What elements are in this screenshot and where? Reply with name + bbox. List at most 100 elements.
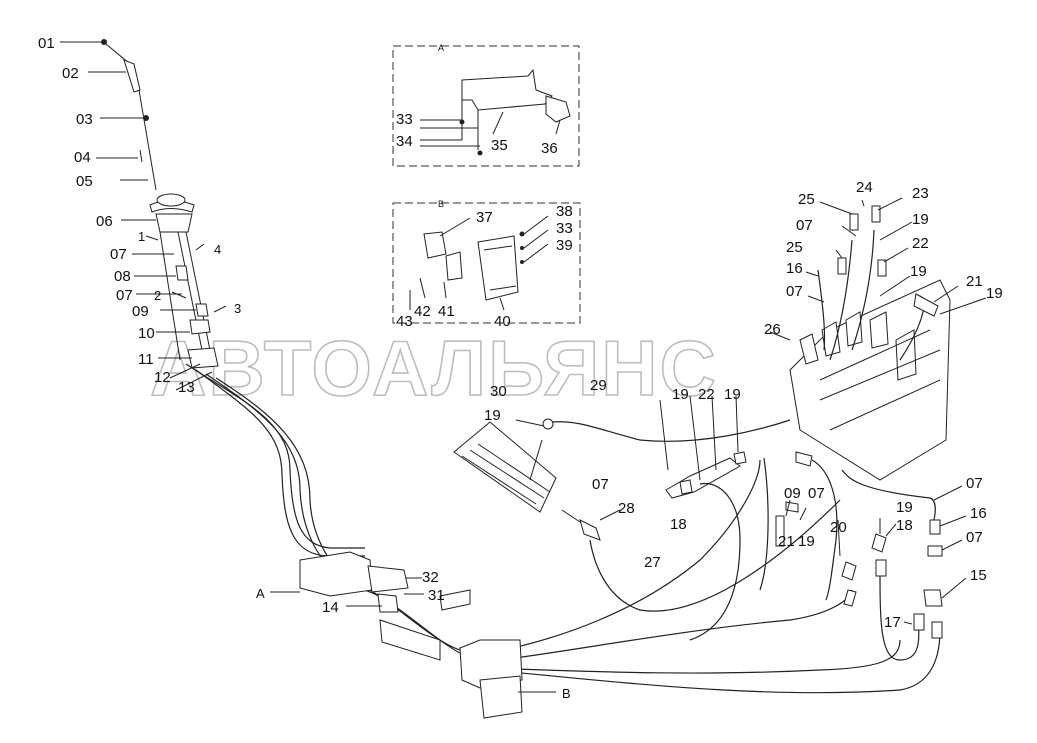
label-18b: 18: [896, 517, 913, 534]
hose-23: [851, 229, 875, 351]
label-38: 38: [556, 203, 573, 220]
hose-center-1: [689, 482, 741, 641]
valve-section-1: [799, 333, 819, 365]
fitting-20b: [843, 589, 857, 607]
valve-callout-lines: [769, 197, 987, 341]
label-18a: 18: [670, 516, 687, 533]
valve-section-4: [869, 311, 889, 349]
label-15: 15: [970, 567, 987, 584]
label-07b: 07: [116, 287, 133, 304]
right-hoses: [841, 469, 967, 661]
harness-to-valve-b: [485, 589, 853, 663]
label-07c: 07: [796, 217, 813, 234]
fitting-11: [187, 347, 219, 369]
hose-center-2: [759, 457, 769, 591]
label-12: 12: [154, 369, 171, 386]
hose-17-loop: [879, 569, 920, 661]
label-33a: 33: [396, 111, 413, 128]
label-13: 13: [178, 379, 195, 396]
hose-24: [829, 239, 853, 361]
label-19g: 19: [798, 533, 815, 550]
fitting-09b: [795, 451, 813, 467]
label-22b: 22: [698, 386, 715, 403]
joystick-assembly: [60, 39, 227, 391]
joystick-small-callouts: [145, 235, 227, 313]
label-20: 20: [830, 519, 847, 536]
fitting-20: [841, 561, 857, 581]
bolt-38-mark: [519, 231, 525, 237]
label-ref-a: A: [256, 586, 265, 601]
view-a-frame: [392, 45, 580, 167]
label-29: 29: [590, 377, 607, 394]
view-a-title: A: [438, 43, 444, 53]
label-09: 09: [132, 303, 149, 320]
label-19b: 19: [910, 263, 927, 280]
fitting-18b: [871, 533, 887, 553]
leader-19-d: [529, 439, 543, 481]
cover-41: [445, 251, 463, 281]
bracket-clamp: [439, 589, 471, 611]
fitting-31: [377, 593, 399, 613]
label-16a: 16: [786, 260, 803, 277]
nut-39-mark: [520, 260, 524, 264]
bolt-34-mark: [477, 150, 483, 156]
nut-03: [143, 115, 149, 121]
label-05: 05: [76, 173, 93, 190]
coupler-32: [367, 565, 409, 593]
label-19f: 19: [724, 386, 741, 403]
manifold-callouts: [515, 419, 621, 523]
label-04: 04: [74, 149, 91, 166]
boot-06-body: [155, 213, 193, 233]
detail-view-a: A: [392, 43, 580, 167]
boot-06-cap: [156, 193, 186, 207]
fitting-25b: [837, 257, 847, 275]
label-39: 39: [556, 237, 573, 254]
label-19h: 19: [896, 499, 913, 516]
console-b-body: [479, 675, 523, 719]
manifold-block: [453, 421, 557, 513]
label-small-4: 4: [214, 242, 221, 257]
label-06: 06: [96, 213, 113, 230]
label-11: 11: [138, 351, 154, 368]
valve-detail-lines: [819, 329, 941, 431]
label-42: 42: [414, 303, 431, 320]
label-14: 14: [322, 599, 339, 616]
label-40: 40: [494, 313, 511, 330]
label-24: 24: [856, 179, 873, 196]
label-07a: 07: [110, 246, 127, 263]
pilot-manifold: [453, 418, 841, 612]
label-34: 34: [396, 133, 413, 150]
fitting-17b: [913, 613, 925, 631]
label-03: 03: [76, 111, 93, 128]
label-small-1: 1: [138, 229, 145, 244]
fitting-07h: [927, 545, 943, 557]
label-19d: 19: [484, 407, 501, 424]
fitting-21: [913, 293, 939, 317]
hose-29: [551, 419, 791, 442]
bracket-a: [299, 551, 373, 597]
console-b-top: [459, 639, 523, 689]
view-a-leaders: [461, 100, 479, 150]
fitting-10: [189, 319, 211, 335]
view-b-callout-lines: [409, 215, 549, 311]
label-17: 17: [884, 614, 901, 631]
label-16b: 16: [970, 505, 987, 522]
view-b-frame: [392, 202, 581, 324]
bracket-a-area: [270, 551, 471, 661]
label-small-3: 3: [234, 301, 241, 316]
harness-hose-4: [215, 377, 471, 659]
fitting-19e: [733, 451, 747, 465]
plate-40: [477, 235, 519, 301]
label-01: 01: [38, 35, 55, 52]
label-31: 31: [428, 587, 445, 604]
label-19c: 19: [986, 285, 1003, 302]
washer-33-mark: [520, 246, 524, 250]
fitting-16b: [929, 519, 941, 535]
label-07h: 07: [966, 529, 983, 546]
fitting-21b: [775, 515, 785, 547]
label-02: 02: [62, 65, 79, 82]
label-32: 32: [422, 569, 439, 586]
detail-view-b: B: [392, 199, 581, 324]
label-07f: 07: [808, 485, 825, 502]
